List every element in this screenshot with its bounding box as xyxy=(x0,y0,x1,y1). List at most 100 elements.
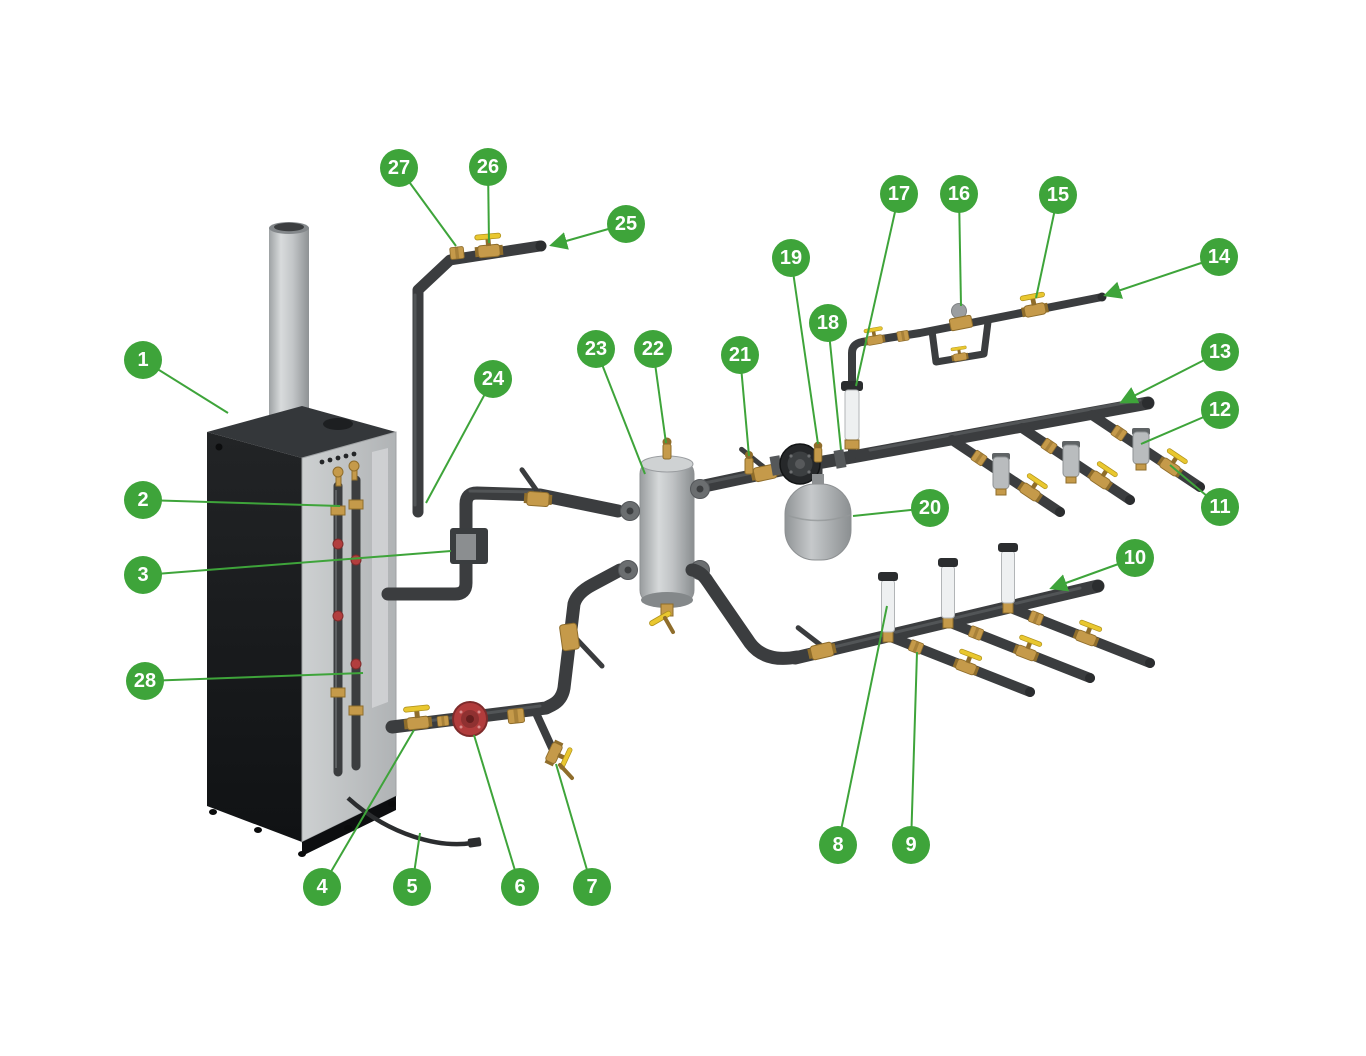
callout-badge-24: 24 xyxy=(474,360,512,398)
callout-number: 2 xyxy=(137,488,149,511)
callout-badge-25: 25 xyxy=(607,205,645,243)
front-vent-hole xyxy=(215,443,223,451)
leader-line-23 xyxy=(595,348,646,475)
boiler-feet xyxy=(209,801,396,857)
callout-number: 22 xyxy=(641,337,665,360)
callout-number: 16 xyxy=(947,182,971,205)
callout-badge-2: 2 xyxy=(124,481,162,519)
power-cord-plug xyxy=(467,837,482,848)
callout-number: 19 xyxy=(779,246,803,269)
return-manifold-branches xyxy=(883,602,1155,697)
junction-box xyxy=(450,528,488,564)
exhaust-collar xyxy=(323,418,353,430)
leader-line-2 xyxy=(142,499,341,507)
pump-union xyxy=(436,715,450,727)
system-supply-run xyxy=(683,396,1205,517)
system-return-run xyxy=(685,542,1155,697)
callout-badge-21: 21 xyxy=(721,336,759,374)
callout-badge-27: 27 xyxy=(380,149,418,187)
callout-number: 20 xyxy=(918,496,942,519)
drain-stub xyxy=(532,709,556,752)
callout-badge-13: 13 xyxy=(1201,333,1239,371)
callout-badge-3: 3 xyxy=(124,556,162,594)
circulator-pump-red xyxy=(452,701,488,737)
callout-badge-9: 9 xyxy=(892,826,930,864)
callout-number: 5 xyxy=(406,875,418,898)
pump-flange-union xyxy=(833,449,847,469)
relief-vent-line xyxy=(412,232,547,518)
callout-number: 1 xyxy=(137,348,149,371)
callout-number: 15 xyxy=(1046,183,1070,206)
callout-number: 9 xyxy=(905,833,917,856)
callout-badge-14: 14 xyxy=(1200,238,1238,276)
callout-number: 4 xyxy=(316,875,328,898)
callout-number: 24 xyxy=(481,367,505,390)
callout-badge-17: 17 xyxy=(880,175,918,213)
callout-badge-6: 6 xyxy=(501,868,539,906)
auto-air-vent xyxy=(813,441,823,463)
boiler-return-valve xyxy=(401,704,434,731)
leader-line-9 xyxy=(910,651,918,846)
leader-line-3 xyxy=(142,550,452,576)
return-lever-valve xyxy=(559,622,605,669)
callout-badge-16: 16 xyxy=(940,175,978,213)
boiler-return-piping xyxy=(385,563,627,780)
back-panel-strip xyxy=(372,448,388,708)
callout-badge-22: 22 xyxy=(634,330,672,368)
leader-line-18 xyxy=(827,322,842,451)
branch-canister xyxy=(1131,427,1151,471)
callout-badge-18: 18 xyxy=(809,304,847,342)
leader-line-28 xyxy=(144,672,364,682)
callout-number: 23 xyxy=(584,337,608,360)
expansion-tank xyxy=(784,474,852,561)
leader-line-6 xyxy=(473,734,521,888)
callout-badge-20: 20 xyxy=(911,489,949,527)
fill-ball-valve xyxy=(1018,291,1050,319)
callout-badge-11: 11 xyxy=(1201,488,1239,526)
callout-badge-4: 4 xyxy=(303,868,341,906)
callout-number: 8 xyxy=(832,833,844,856)
callout-badge-26: 26 xyxy=(469,148,507,186)
callout-badge-8: 8 xyxy=(819,826,857,864)
fill-line xyxy=(841,291,1107,461)
flue-pipe xyxy=(263,222,315,440)
callout-badge-5: 5 xyxy=(393,868,431,906)
callout-badge-23: 23 xyxy=(577,330,615,368)
callout-number: 13 xyxy=(1208,340,1232,363)
callout-number: 28 xyxy=(133,669,157,692)
leader-line-8 xyxy=(837,605,888,846)
callout-badge-19: 19 xyxy=(772,239,810,277)
callout-number: 17 xyxy=(887,182,911,205)
branch-canister xyxy=(1061,440,1081,484)
leader-line-24 xyxy=(425,378,494,504)
pressure-reducing-valve xyxy=(948,303,974,332)
callout-number: 3 xyxy=(137,563,149,586)
callout-number: 10 xyxy=(1123,546,1147,569)
callout-badge-12: 12 xyxy=(1201,391,1239,429)
sensor-well xyxy=(744,451,754,475)
callout-number: 26 xyxy=(476,155,500,178)
callout-badge-15: 15 xyxy=(1039,176,1077,214)
hydraulic-separator xyxy=(618,437,710,634)
callout-badge-10: 10 xyxy=(1116,539,1154,577)
callout-number: 11 xyxy=(1209,495,1231,518)
circulator-pump-black xyxy=(769,443,821,485)
pipe-union xyxy=(449,245,465,261)
boiler xyxy=(207,222,482,857)
separator-air-vent xyxy=(662,437,672,460)
sight-gauge xyxy=(841,381,863,450)
bypass-valve xyxy=(949,345,970,363)
callout-badge-1: 1 xyxy=(124,341,162,379)
leader-line-4 xyxy=(321,729,415,888)
separator-drain-valve xyxy=(649,603,675,634)
callout-number: 25 xyxy=(614,212,638,235)
drain-spout xyxy=(558,763,574,780)
callout-number: 18 xyxy=(816,311,840,334)
callout-number: 27 xyxy=(387,156,411,179)
boiler-internal-piping xyxy=(319,451,364,777)
callout-number: 21 xyxy=(728,343,752,366)
boiler-front-panel xyxy=(207,432,302,842)
callout-number: 6 xyxy=(514,875,526,898)
